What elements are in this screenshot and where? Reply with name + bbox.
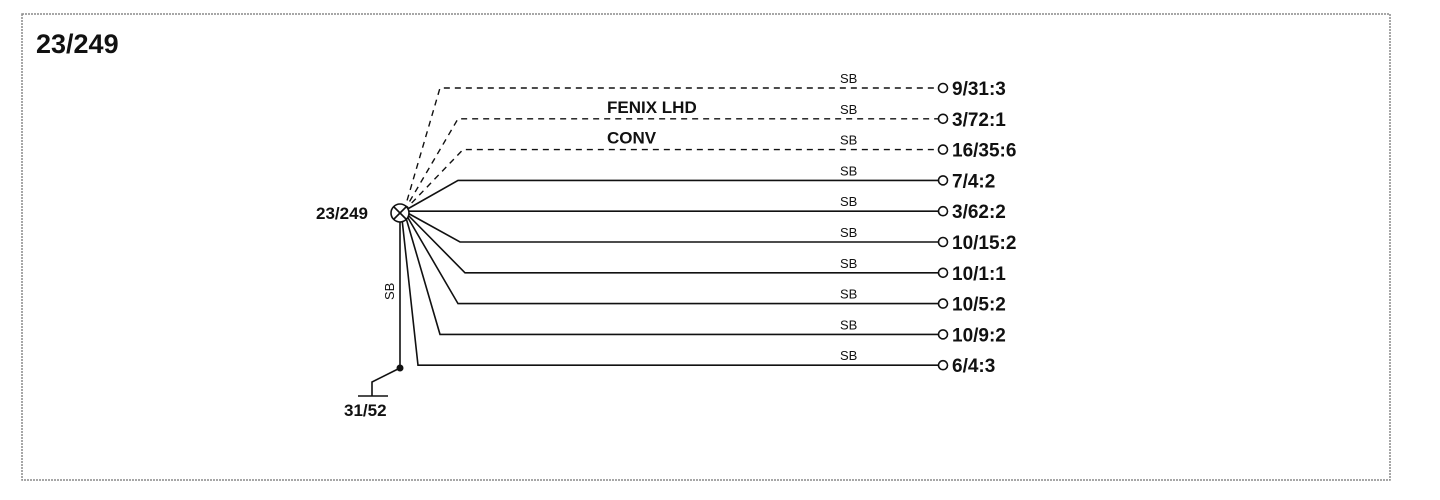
terminal-10 [937, 359, 949, 371]
connector-destination-label: 10/9:2 [952, 325, 1006, 346]
wire-color-label: SB [840, 133, 857, 148]
ground-lead [371, 367, 401, 396]
wire-color-label: SB [840, 317, 857, 332]
diagram-frame [21, 13, 1391, 481]
wire-color-label: SB [840, 256, 857, 271]
terminal-3 [937, 144, 949, 155]
terminal-2 [937, 113, 949, 125]
connector-destination-label: 9/31:3 [952, 79, 1006, 100]
wire-color-label: SB [840, 163, 857, 178]
wire-color-label: SB [840, 71, 857, 86]
branch-wire-7 [403, 210, 938, 274]
terminal-9 [937, 329, 949, 340]
wire-color-label: SB [840, 225, 857, 240]
connector-destination-label: 10/15:2 [952, 233, 1016, 254]
branch-wire-10 [401, 218, 938, 367]
terminal-5 [937, 205, 949, 217]
branch-wire-4 [403, 179, 938, 212]
connector-destination-label: 10/1:1 [952, 264, 1006, 285]
wire-color-label: SB [840, 102, 857, 117]
terminal-8 [937, 298, 949, 309]
branch-wire-9 [403, 210, 938, 336]
trunk-wire-label: SB [382, 283, 397, 300]
variant-note: FENIX LHD [607, 98, 697, 117]
branch-wire-2 [403, 118, 938, 212]
splice-cross-b [393, 206, 407, 220]
branch-wire-8 [403, 210, 938, 305]
connector-destination-label: 16/35:6 [952, 141, 1016, 162]
terminal-4 [937, 175, 949, 186]
terminal-1 [937, 82, 949, 94]
wire-color-label: SB [840, 287, 857, 302]
diagram-title: 23/249 [36, 29, 119, 59]
connector-destination-label: 7/4:2 [952, 171, 995, 192]
branch-wire-6 [403, 210, 938, 243]
wire-color-label: SB [840, 194, 857, 209]
connector-destination-label: 3/62:2 [952, 202, 1006, 223]
splice-label: 23/249 [316, 204, 368, 223]
branch-wire-3 [403, 148, 938, 212]
variant-note: CONV [607, 129, 657, 148]
terminal-7 [937, 267, 949, 279]
connector-destination-label: 10/5:2 [952, 295, 1006, 316]
terminal-6 [937, 236, 949, 248]
connector-destination-label: 6/4:3 [952, 356, 995, 377]
ground-label: 31/52 [344, 401, 387, 420]
connector-destination-label: 3/72:1 [952, 110, 1006, 131]
wire-color-label: SB [840, 348, 857, 363]
